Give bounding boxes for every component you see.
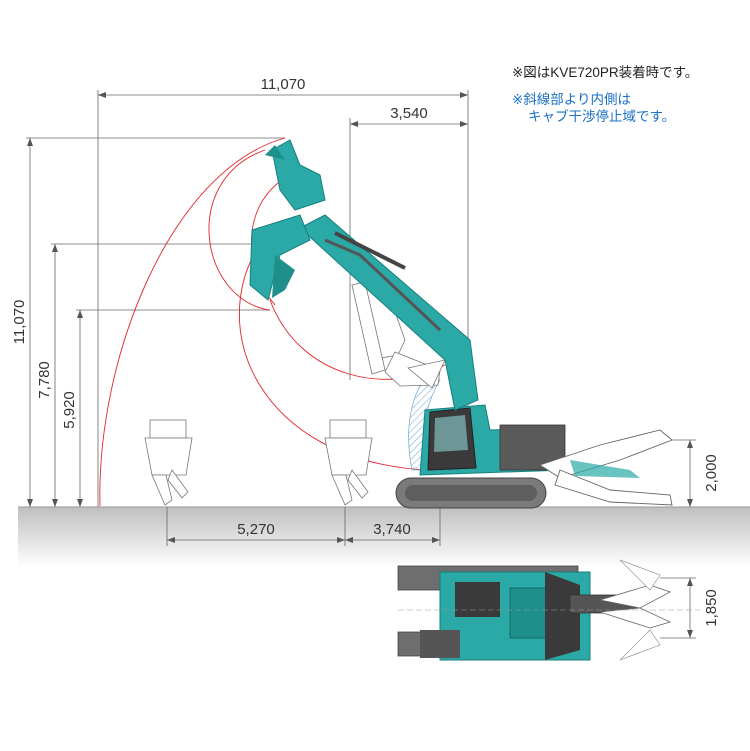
crusher-attachment bbox=[249, 214, 311, 301]
dim-left-total: 11,070 bbox=[11, 300, 28, 345]
dim-bottom-left: 5,270 bbox=[237, 521, 275, 538]
dim-left-mid: 7,780 bbox=[36, 361, 53, 399]
excavator-plan-view bbox=[397, 559, 700, 661]
note-interference-2: キャブ干渉停止域です。 bbox=[528, 109, 676, 124]
ground-crusher-right bbox=[324, 419, 373, 506]
dimension-arrows bbox=[27, 92, 693, 638]
note-attachment: ※図はKVE720PR装着時です。 bbox=[512, 65, 699, 80]
ground-crusher-left bbox=[144, 419, 193, 506]
crusher-raised bbox=[271, 139, 326, 211]
dim-right-height: 2,000 bbox=[703, 454, 720, 492]
dim-top-right: 3,540 bbox=[390, 105, 428, 122]
dim-plan-width: 1,850 bbox=[703, 589, 720, 627]
excavator-side-view bbox=[249, 139, 673, 509]
boom bbox=[299, 214, 479, 411]
dim-top-width: 11,070 bbox=[261, 76, 306, 93]
dim-bottom-right: 3,740 bbox=[373, 521, 411, 538]
ground bbox=[18, 507, 750, 567]
note-interference-1: ※斜線部より内側は bbox=[512, 92, 632, 107]
dim-left-low: 5,920 bbox=[61, 391, 78, 429]
